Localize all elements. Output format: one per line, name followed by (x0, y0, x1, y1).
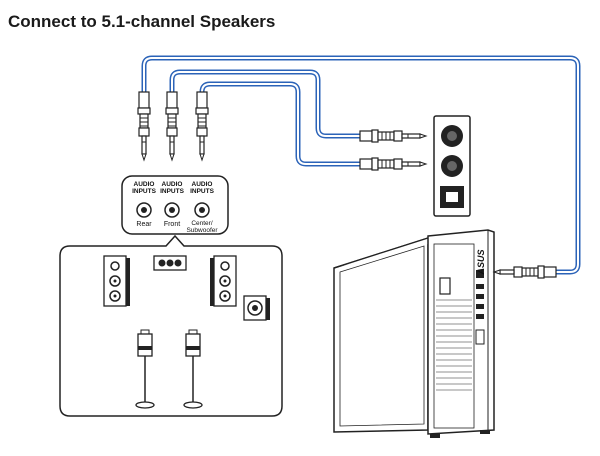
rear-left-speaker-icon (135, 329, 155, 409)
plug-panel-lower[interactable] (359, 157, 427, 171)
jack-center-label2: Subwoofer (186, 227, 218, 234)
audio-inputs-panel: AUDIO INPUTS Rear AUDIO INPUTS Front AUD… (121, 175, 229, 235)
cable-center-subwoofer (199, 81, 363, 167)
jack-center-line1: AUDIO (192, 181, 213, 188)
jack-rear-label: Rear (136, 221, 152, 228)
audio-io-panel (433, 115, 471, 217)
speaker-group (59, 234, 283, 417)
front-usb-port-2 (476, 294, 484, 299)
subwoofer-icon (243, 295, 270, 321)
cable-rear (141, 55, 581, 275)
jack-front-line1: AUDIO (162, 181, 183, 188)
front-usb-port-3 (476, 304, 484, 309)
rear-right-speaker-icon (183, 329, 203, 409)
brand-logo: ASUS (476, 249, 486, 275)
cables (141, 55, 581, 275)
speaker-connector-block (153, 255, 187, 271)
plug-rear[interactable] (137, 91, 151, 161)
front-audio-jack (476, 270, 484, 278)
front-usb-port-1 (476, 284, 484, 289)
jack-rear-line1: AUDIO (134, 181, 155, 188)
jack-front-label: Front (164, 221, 180, 228)
front-left-speaker-icon (103, 255, 130, 307)
cable-front (169, 69, 363, 139)
front-power-button (439, 277, 451, 295)
plug-panel-upper[interactable] (359, 129, 427, 143)
jack-rear-line2: INPUTS (132, 188, 157, 195)
page-title: Connect to 5.1-channel Speakers (8, 12, 276, 31)
pc-tower-icon: ASUS (333, 229, 495, 438)
jack-center-label: Center/ (191, 220, 213, 227)
jack-front-line2: INPUTS (160, 188, 185, 195)
plug-front[interactable] (165, 91, 179, 161)
front-usb-port-4 (476, 314, 484, 319)
front-card-reader (475, 329, 485, 345)
plug-center-subwoofer[interactable] (195, 91, 209, 161)
jack-center-line2: INPUTS (190, 188, 215, 195)
front-right-speaker-icon (210, 255, 237, 307)
plug-pc-side[interactable] (492, 265, 557, 279)
